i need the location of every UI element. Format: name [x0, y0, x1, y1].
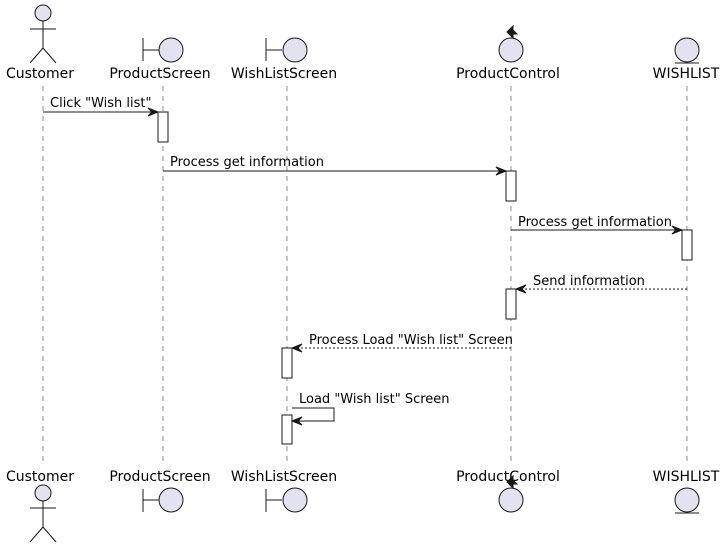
participant-wishlistscreen-top: WishListScreen [231, 37, 337, 82]
participant-productscreen-top: ProductScreen [109, 37, 211, 82]
message-label: Click "Wish list" [50, 96, 152, 111]
participant-label: ProductScreen [109, 66, 210, 82]
boundary-icon [142, 487, 184, 513]
participant-label: WISHLIST [653, 66, 720, 82]
participant-productscreen-bottom: ProductScreen [109, 469, 211, 513]
message-label: Process get information [170, 155, 324, 170]
message-label: Send information [533, 274, 645, 289]
activation-productcontrol-2 [505, 288, 517, 320]
participant-label: Customer [6, 66, 74, 82]
entity-icon [674, 37, 700, 64]
participant-label: ProductControl [456, 66, 560, 82]
participant-customer-top: Customer [6, 4, 74, 82]
participant-label: Customer [6, 469, 74, 485]
participant-productcontrol-top: ProductControl [456, 24, 560, 82]
message-4: Send information [514, 274, 687, 294]
message-label: Process Load "Wish list" Screen [309, 333, 513, 348]
message-label: Process get information [518, 215, 672, 230]
actor-icon [29, 4, 57, 64]
activation-wishlistscreen-2 [281, 414, 293, 445]
boundary-icon [265, 487, 308, 513]
control-icon [498, 474, 524, 513]
activation-wishlist [681, 229, 693, 261]
message-5: Process Load "Wish list" Screen [290, 333, 513, 353]
participant-wishlist-bottom: WISHLIST [653, 469, 720, 514]
boundary-icon [142, 37, 184, 63]
boundary-icon [265, 37, 308, 63]
participant-label: ProductControl [456, 469, 560, 485]
message-6: Load "Wish list" Screen [290, 392, 450, 426]
message-2: Process get information [163, 155, 508, 176]
actor-icon [29, 484, 57, 543]
entity-icon [674, 487, 700, 514]
participant-label: ProductScreen [109, 469, 210, 485]
participant-wishlistscreen-bottom: WishListScreen [231, 469, 337, 513]
participant-label: WishListScreen [231, 469, 337, 485]
activation-wishlistscreen-1 [281, 347, 293, 379]
participant-label: WISHLIST [653, 469, 720, 485]
participant-customer-bottom: Customer [6, 469, 74, 543]
message-label: Load "Wish list" Screen [299, 392, 450, 407]
activation-productcontrol-1 [505, 170, 517, 202]
message-3: Process get information [511, 215, 684, 235]
participant-wishlist-top: WISHLIST [653, 37, 720, 82]
message-1: Click "Wish list" [43, 96, 160, 117]
control-icon [498, 24, 524, 63]
activation-productscreen [157, 111, 169, 143]
participant-productcontrol-bottom: ProductControl [456, 469, 560, 513]
participant-label: WishListScreen [231, 66, 337, 82]
